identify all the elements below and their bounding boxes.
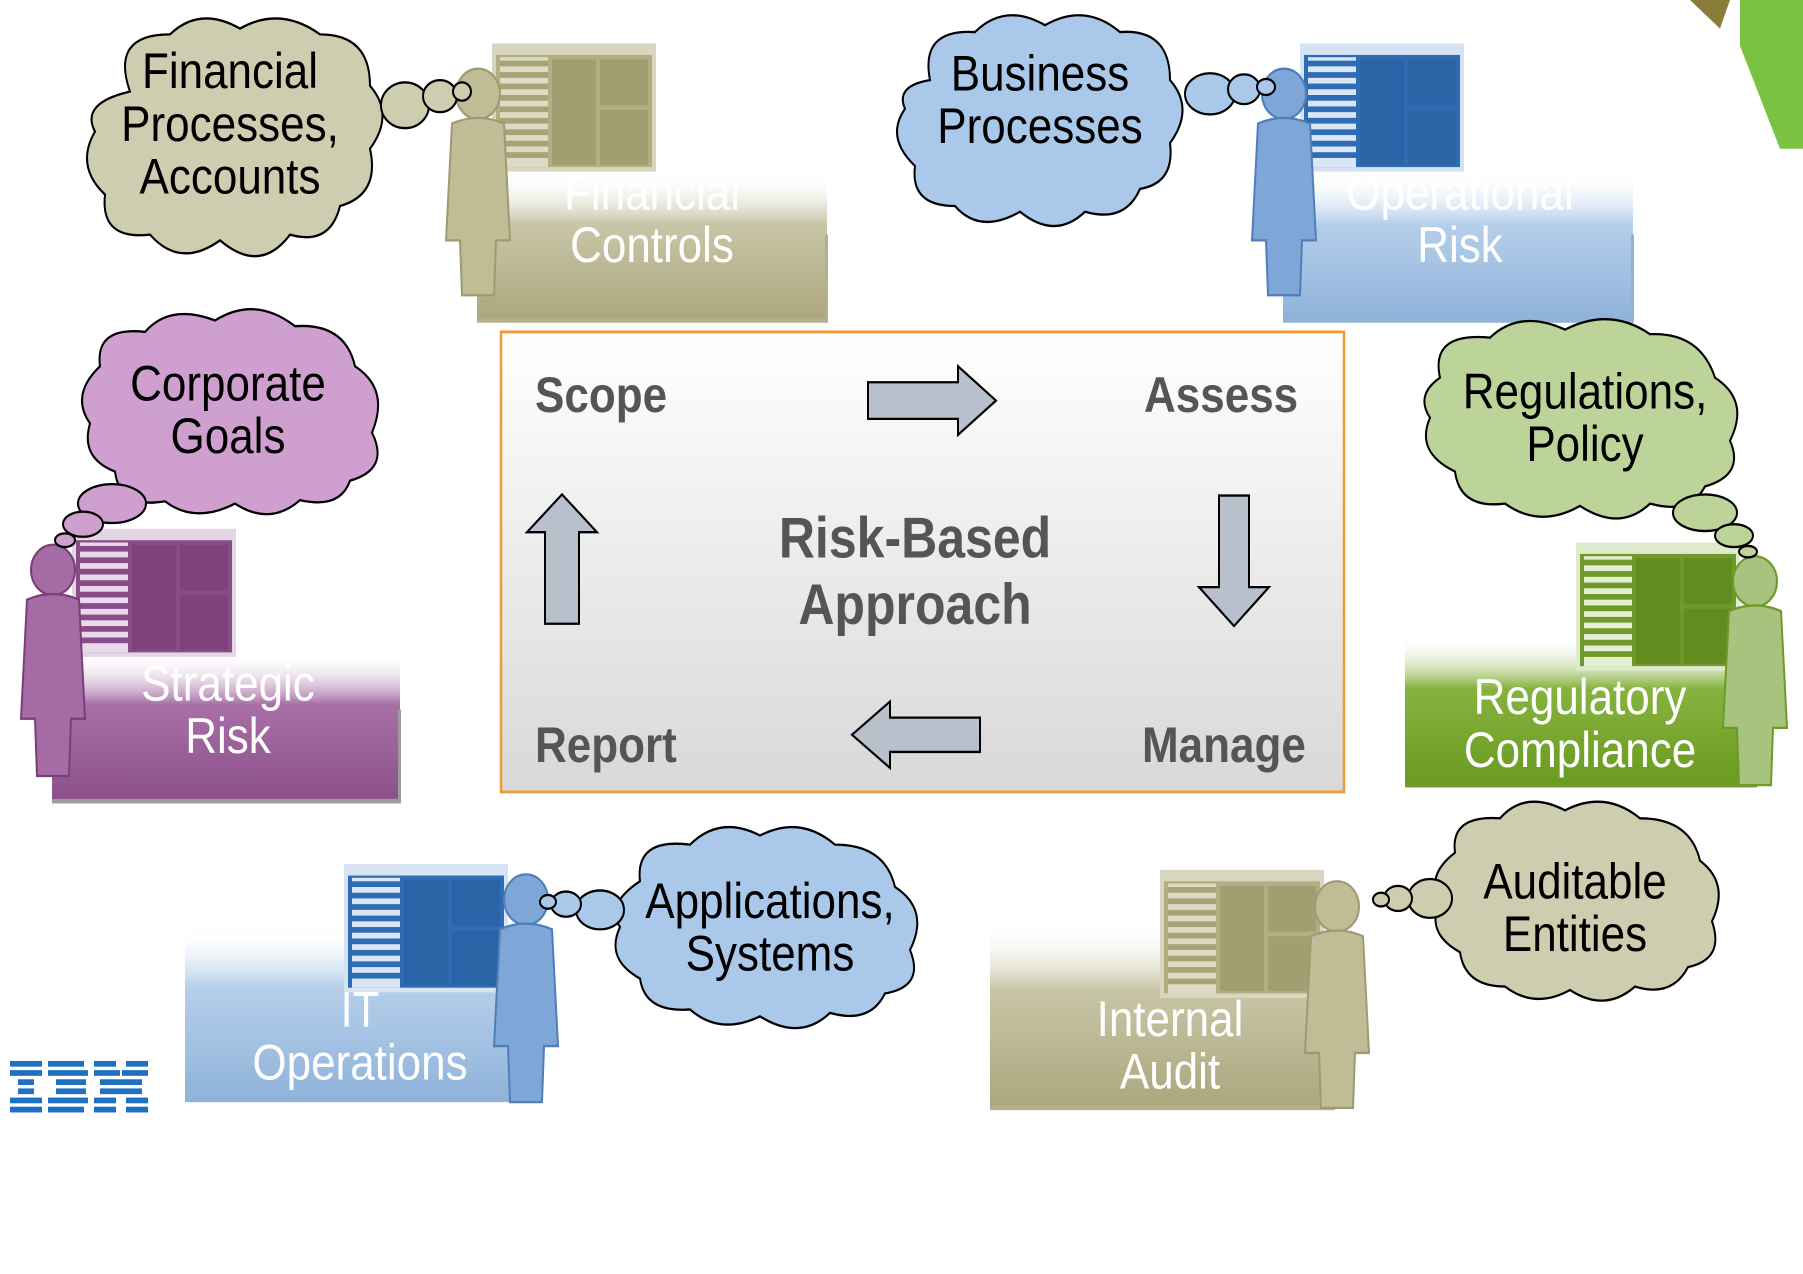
- regulatory-compliance-label: Regulatory Compliance: [1420, 669, 1740, 779]
- applications-bubble-text: Applications, Systems: [620, 873, 920, 983]
- corporate-thought-bubble: [54, 308, 380, 549]
- person-icon: [1250, 67, 1318, 297]
- person-icon: [492, 873, 560, 1104]
- strategic-risk-label: Strategic Risk: [88, 655, 368, 765]
- bubble-line: Processes,: [121, 96, 339, 153]
- panel-line: Operational: [1346, 164, 1574, 221]
- internal-audit-label: Internal Audit: [1030, 993, 1310, 1099]
- panel-line: Risk: [1417, 217, 1503, 274]
- bubble-line: Policy: [1526, 416, 1644, 473]
- corporate-bubble-text: Corporate Goals: [88, 355, 368, 465]
- business-thought-bubble: [896, 14, 1276, 228]
- step-report: Report: [535, 717, 677, 774]
- regulatory-compliance-persona: [1405, 318, 1789, 788]
- auditable-thought-bubble: [1372, 800, 1720, 1002]
- panel-line: Audit: [1119, 1043, 1221, 1101]
- bubble-line: Goals: [170, 408, 286, 465]
- bubble-line: Regulations,: [1462, 363, 1708, 421]
- business-bubble-text: Business Processes: [905, 45, 1175, 155]
- step-manage: Manage: [1142, 717, 1306, 774]
- bubble-line: Accounts: [139, 149, 321, 206]
- operational-risk-panel: [1283, 171, 1633, 321]
- applications-thought-bubble: [539, 825, 919, 1030]
- screen-icon: [344, 864, 508, 993]
- screen-icon: [72, 528, 236, 657]
- arrow-right-icon: [867, 363, 998, 438]
- arrow-up-icon: [524, 492, 600, 625]
- screen-icon: [1576, 542, 1740, 671]
- step-assess: Assess: [1144, 367, 1299, 424]
- strategic-risk-persona: [19, 308, 401, 804]
- operational-risk-label: Operational Risk: [1310, 164, 1610, 274]
- auditable-bubble-text: Auditable Entities: [1440, 853, 1710, 963]
- risk-based-approach-box: [499, 330, 1346, 794]
- panel-line: Financial: [563, 164, 741, 221]
- it-operations-label: IT Operations: [220, 981, 500, 1091]
- arrow-left-icon: [850, 699, 981, 771]
- center-title-line: Approach: [798, 571, 1032, 636]
- person-icon: [444, 67, 512, 297]
- ibm-logo: [10, 1060, 148, 1113]
- screen-icon: [1300, 43, 1464, 172]
- person-icon: [19, 543, 87, 778]
- bubble-line: Business: [950, 45, 1130, 102]
- bubble-line: Auditable: [1483, 853, 1667, 910]
- bubble-line: Processes: [937, 98, 1143, 155]
- regulations-thought-bubble: [1423, 318, 1758, 559]
- person-icon: [1721, 555, 1789, 787]
- step-scope: Scope: [535, 367, 668, 424]
- center-title: Risk-Based Approach: [710, 506, 1120, 638]
- financial-thought-bubble: [86, 17, 472, 258]
- panel-line: Risk: [185, 708, 271, 765]
- panel-line: Strategic: [141, 655, 315, 712]
- person-icon: [1303, 880, 1371, 1110]
- panel-line: Regulatory: [1473, 669, 1687, 726]
- screen-icon: [1160, 869, 1324, 999]
- bubble-line: Corporate: [130, 355, 326, 413]
- arrow-down-icon: [1196, 494, 1272, 628]
- panel-line: Internal: [1096, 991, 1244, 1048]
- financial-bubble-text: Financial Processes, Accounts: [90, 43, 370, 206]
- bubble-line: Systems: [685, 926, 855, 983]
- bubble-line: Applications,: [645, 873, 895, 930]
- it-operations-persona: [185, 825, 919, 1104]
- corner-decoration: [1690, 0, 1803, 149]
- panel-line: Compliance: [1463, 722, 1697, 779]
- panel-line: Controls: [570, 217, 734, 274]
- panel-line: IT: [340, 981, 380, 1039]
- strategic-risk-panel: [52, 652, 400, 802]
- financial-controls-label: Financial Controls: [512, 164, 792, 274]
- screen-icon: [492, 43, 656, 172]
- operational-risk-persona: [896, 14, 1634, 323]
- regulations-bubble-text: Regulations, Policy: [1440, 363, 1730, 473]
- bubble-line: Entities: [1502, 906, 1648, 963]
- financial-controls-persona: [86, 17, 828, 323]
- financial-controls-panel: [477, 171, 827, 321]
- center-title-line: Risk-Based: [778, 505, 1052, 570]
- bubble-line: Financial: [141, 43, 319, 100]
- internal-audit-persona: [990, 800, 1720, 1111]
- panel-line: Operations: [252, 1034, 468, 1091]
